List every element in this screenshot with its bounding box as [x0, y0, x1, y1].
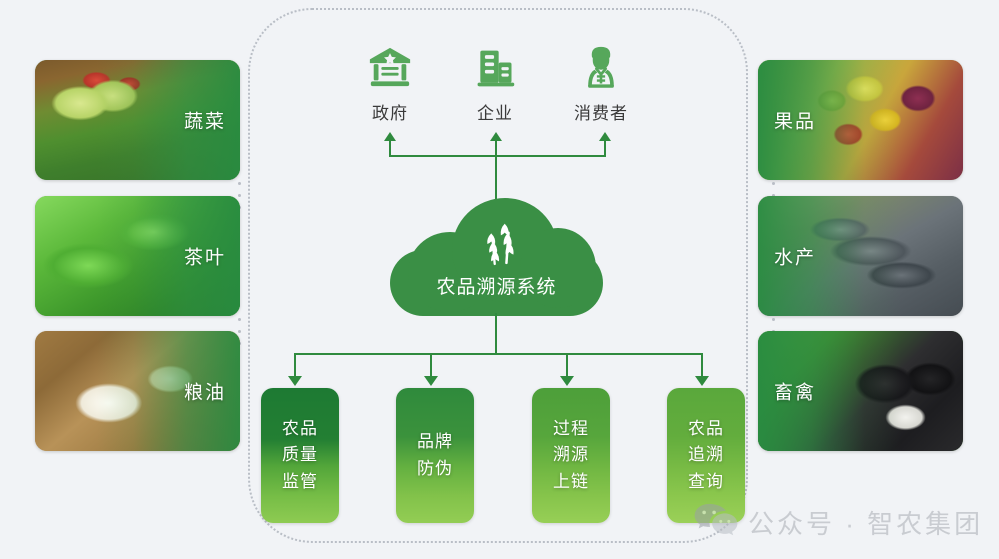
wheat-icon [390, 218, 603, 270]
function-box-process-onchain[interactable]: 过程 溯源 上链 [532, 388, 610, 523]
cloud-shape [520, 228, 596, 308]
downward-branch-3 [566, 353, 568, 377]
card-overlay [35, 60, 240, 180]
arrow-up-government [384, 132, 396, 141]
consumer-person-icon [555, 40, 647, 90]
card-overlay [35, 331, 240, 451]
function-line: 溯源 [553, 445, 589, 465]
function-box-background [667, 388, 745, 523]
card-overlay [758, 331, 963, 451]
product-card-label: 茶叶 [183, 247, 226, 269]
function-line: 上链 [553, 471, 589, 491]
function-box-background [532, 388, 610, 523]
function-line: 追溯 [688, 445, 724, 465]
downward-branch-1 [294, 353, 296, 377]
role-label: 政府 [372, 104, 408, 123]
arrow-down-2 [424, 376, 438, 386]
role-government[interactable]: 政府 [344, 40, 436, 124]
product-card-vegetables[interactable]: 蔬菜 [35, 60, 240, 180]
function-box-label: 过程 溯源 上链 [553, 416, 589, 495]
central-system-cloud[interactable]: 农品溯源系统 [390, 198, 603, 320]
product-card-label: 畜禽 [774, 382, 817, 404]
government-building-icon [344, 40, 436, 90]
product-card-livestock[interactable]: 畜禽 [758, 331, 963, 451]
function-line: 农品 [282, 418, 318, 438]
function-line: 查询 [688, 471, 724, 491]
function-box-quality-supervision[interactable]: 农品 质量 监管 [261, 388, 339, 523]
arrow-down-3 [560, 376, 574, 386]
function-box-label: 品牌 防伪 [417, 429, 453, 482]
arrow-up-enterprise [490, 132, 502, 141]
downward-branch-2 [430, 353, 432, 377]
role-enterprise[interactable]: 企业 [449, 40, 541, 124]
function-box-brand-anticounterfeit[interactable]: 品牌 防伪 [396, 388, 474, 523]
function-line: 农品 [688, 418, 724, 438]
upward-branch-enterprise [495, 141, 497, 156]
arrow-down-4 [695, 376, 709, 386]
downward-bus-line [294, 353, 702, 355]
function-line: 品牌 [417, 432, 453, 452]
upward-bus-line [389, 155, 606, 157]
product-card-aquatic[interactable]: 水产 [758, 196, 963, 316]
role-consumer[interactable]: 消费者 [555, 40, 647, 124]
watermark: 公众号 · 智农集团 [694, 501, 983, 544]
product-card-label: 粮油 [183, 382, 226, 404]
function-line: 防伪 [417, 458, 453, 478]
function-box-background [396, 388, 474, 523]
wechat-icon [694, 501, 738, 544]
product-card-tea[interactable]: 茶叶 [35, 196, 240, 316]
role-label: 企业 [477, 104, 513, 123]
function-box-trace-query[interactable]: 农品 追溯 查询 [667, 388, 745, 523]
watermark-text: 公众号 · 智农集团 [748, 509, 984, 539]
product-card-fruits[interactable]: 果品 [758, 60, 963, 180]
product-card-label: 果品 [774, 111, 817, 133]
function-box-label: 农品 追溯 查询 [688, 416, 724, 495]
downward-branch-4 [701, 353, 703, 377]
card-overlay [758, 60, 963, 180]
upward-branch-consumer [604, 141, 606, 156]
function-line: 过程 [553, 418, 589, 438]
upward-branch-government [389, 141, 391, 156]
arrow-down-1 [288, 376, 302, 386]
role-label: 消费者 [574, 104, 628, 123]
card-overlay [758, 196, 963, 316]
function-line: 监管 [282, 471, 318, 491]
cloud-to-bus-up [495, 155, 497, 210]
function-box-label: 农品 质量 监管 [282, 416, 318, 495]
card-overlay [35, 196, 240, 316]
cloud-to-bus-down [495, 313, 497, 354]
function-line: 质量 [282, 445, 318, 465]
office-building-icon [449, 40, 541, 90]
arrow-up-consumer [599, 132, 611, 141]
product-card-label: 水产 [774, 247, 817, 269]
cloud-label: 农品溯源系统 [436, 277, 557, 298]
product-card-label: 蔬菜 [183, 111, 226, 133]
product-card-grain-oil[interactable]: 粮油 [35, 331, 240, 451]
function-box-background [261, 388, 339, 523]
